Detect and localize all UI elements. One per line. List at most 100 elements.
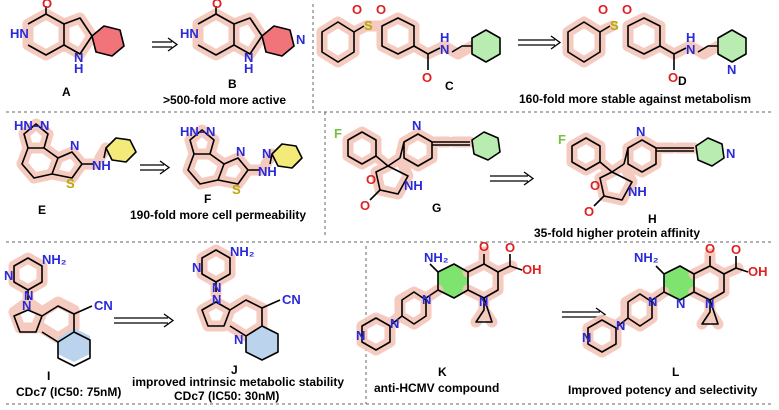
label-a: A	[62, 85, 71, 99]
atom-f: F	[558, 132, 566, 147]
ring-pyridine-yellow	[272, 144, 302, 168]
atom-nh: NH	[404, 178, 423, 193]
atom-o-carbonyl: O	[360, 198, 370, 213]
atom-o-1: O	[598, 2, 608, 17]
atom-n-piperazine-1: N	[422, 292, 431, 307]
atom-n-pyridine-2: N	[726, 146, 735, 161]
atom-n-2: N	[24, 288, 33, 303]
caption-b: >500-fold more active	[163, 93, 286, 107]
atom-o-2: O	[622, 2, 632, 17]
atom-o-amide: O	[668, 70, 678, 85]
molecule-i: NH₂ N N N CN	[4, 252, 113, 367]
label-k: K	[438, 365, 447, 379]
label-l: L	[672, 365, 679, 379]
atom-o-1: O	[352, 2, 362, 17]
atom-n-pyridine: N	[262, 146, 271, 161]
atom-n: N	[74, 50, 83, 65]
ring-benzene-green	[472, 30, 500, 62]
atom-nh: NH	[258, 164, 277, 179]
atom-n-pyridine: N	[296, 32, 305, 47]
atom-n-quinolone: N	[479, 294, 488, 309]
molecule-f: HN–N N S NH N	[180, 124, 303, 197]
molecule-e: HN–N N S NH	[14, 118, 137, 191]
label-j: J	[231, 363, 238, 377]
atom-n-pyridine: N	[727, 62, 736, 77]
atom-nh2: NH₂	[230, 244, 255, 259]
atom-nh: NH	[628, 184, 647, 199]
atom-s: S	[232, 182, 241, 197]
atom-cn: CN	[282, 292, 301, 307]
label-i: I	[47, 369, 50, 383]
atom-nh: NH	[92, 158, 111, 173]
atom-hn-n: HN–N	[14, 118, 49, 133]
molecule-g: F N O NH O	[334, 118, 501, 213]
label-c: C	[445, 79, 454, 93]
arrow-g-to-h	[490, 171, 535, 186]
ring-pyridine-blue	[246, 326, 278, 360]
atom-oh: OH	[748, 264, 768, 279]
molecule-k: NH₂ O O OH N N N N	[356, 239, 542, 356]
caption-f: 190-fold more cell permeability	[130, 208, 306, 222]
arrow-a-to-b	[152, 37, 179, 52]
atom-o-keto: O	[705, 241, 715, 256]
atom-f: F	[334, 126, 342, 141]
molecule-l: NH₂ O O OH N N N N N	[582, 241, 768, 358]
caption-j: improved intrinsic metabolic stability	[132, 375, 344, 389]
caption-d: 160-fold more stable against metabolism	[519, 92, 751, 106]
atom-o-keto: O	[479, 239, 489, 254]
atom-n-pyridine: N	[582, 330, 591, 345]
atom-nh2: NH₂	[424, 250, 449, 265]
ring-pyridine-bright-green	[664, 266, 694, 300]
label-d: D	[678, 74, 687, 88]
atom-oh: OH	[522, 262, 542, 277]
atom-nh2: NH₂	[634, 250, 659, 265]
atom-n: N	[70, 138, 79, 153]
atom-hn: HN	[180, 26, 199, 41]
atom-o: O	[42, 0, 52, 11]
label-h: H	[648, 212, 657, 226]
label-b: B	[228, 77, 237, 91]
arrow-e-to-f	[140, 160, 171, 175]
atom-n-azaindole: N	[234, 332, 243, 347]
atom-o-amide: O	[422, 70, 432, 85]
ring-benzene-green	[472, 132, 500, 160]
atom-n-1: N	[4, 268, 13, 283]
caption-l: Improved potency and selectivity	[568, 383, 758, 397]
atom-o-carbonyl: O	[584, 204, 594, 219]
atom-n-piperazine-1: N	[648, 294, 657, 309]
atom-n: N	[236, 144, 245, 159]
atom-o-ring: O	[590, 178, 600, 193]
atom-o-ring: O	[366, 172, 376, 187]
atom-n-1: N	[192, 260, 201, 275]
atom-n-amide: N	[440, 42, 449, 57]
atom-s: S	[66, 176, 75, 191]
label-g: G	[432, 201, 441, 215]
atom-hn: HN	[10, 26, 29, 41]
molecule-j: NH₂ N N N CN N	[192, 244, 301, 361]
ring-benzo-green	[438, 264, 468, 298]
ring-benzene-red	[92, 26, 124, 56]
atom-h: H	[244, 61, 253, 76]
atom-h: H	[74, 61, 83, 76]
molecule-h: F N O NH O N	[558, 124, 735, 219]
caption-i: CDc7 (IC50: 75nM)	[16, 385, 121, 399]
atom-n-amide: N	[686, 42, 695, 57]
atom-hn-n: HN–N	[180, 124, 215, 139]
atom-o-acid: O	[505, 240, 515, 255]
molecule-b: O HN N H N	[180, 0, 305, 76]
molecule-c: S O O O N H	[316, 2, 501, 85]
atom-n-naphthyridine-1: N	[705, 296, 714, 311]
label-e: E	[38, 203, 46, 217]
atom-o-acid: O	[731, 242, 741, 257]
atom-n-indole: N	[212, 292, 221, 307]
ring-pyridine-green	[696, 138, 724, 166]
atom-n-pyridine: N	[356, 328, 365, 343]
atom-n-piperazine-2: N	[616, 318, 625, 333]
atom-o-2: O	[376, 2, 386, 17]
atom-nh2: NH₂	[42, 252, 67, 267]
atom-s: S	[610, 18, 619, 33]
atom-n-pyridine: N	[412, 118, 421, 133]
caption-j-ic50: CDc7 (IC50: 30nM)	[174, 389, 279, 403]
label-f: F	[204, 192, 211, 206]
atom-n-2: N	[212, 280, 221, 295]
